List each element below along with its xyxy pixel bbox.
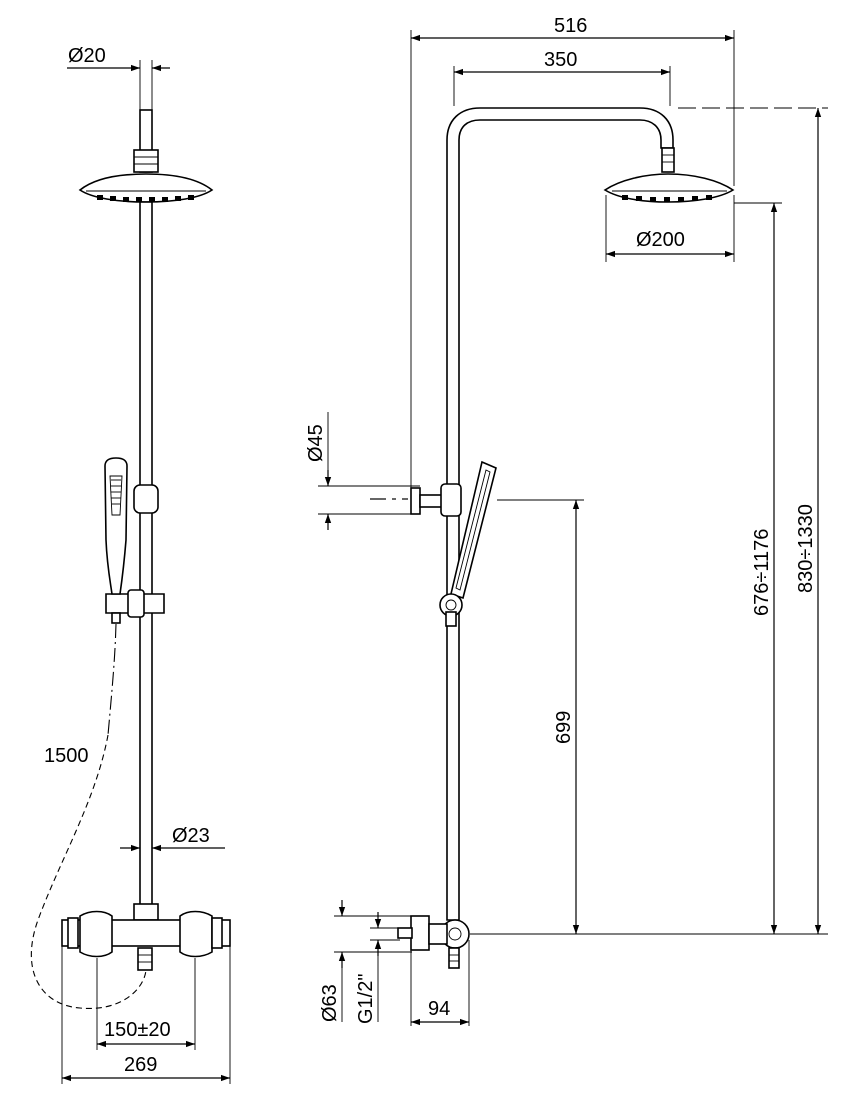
dim-overall-width: 516 xyxy=(554,15,587,37)
dim-holder-height: 699 xyxy=(553,711,575,744)
side-head-nozzles xyxy=(622,195,712,202)
front-pipe-nut xyxy=(133,149,159,173)
front-riser-pipe xyxy=(139,201,153,915)
front-hose xyxy=(107,623,117,736)
front-hand-shower xyxy=(104,457,128,595)
side-dimensions: 516 350 Ø200 Ø45 699 676÷1176 830÷1330 xyxy=(305,15,822,1026)
side-view xyxy=(370,30,828,1026)
front-mixer-outlet xyxy=(137,947,153,971)
dim-inlet-spacing: 150±20 xyxy=(104,1019,171,1041)
front-shower-head xyxy=(78,173,214,203)
dim-arm-projection: 350 xyxy=(544,49,577,71)
front-view xyxy=(30,109,231,1084)
front-slider-collar xyxy=(133,484,159,514)
dim-total-height-range: 830÷1330 xyxy=(795,504,817,593)
dim-hose-length: 1500 xyxy=(44,745,89,767)
dim-head-diameter: Ø200 xyxy=(636,229,685,251)
front-dimensions: Ø20 1500 Ø23 150±20 269 xyxy=(44,45,230,1082)
side-riser-arm xyxy=(446,107,674,921)
dim-mixer-width: 269 xyxy=(124,1054,157,1076)
side-shower-head xyxy=(603,173,735,203)
dim-thread-size: G1/2" xyxy=(355,974,377,1024)
dim-flange-diameter: Ø63 xyxy=(319,984,341,1022)
dim-head-height-range: 676÷1176 xyxy=(751,529,773,616)
dim-mixer-depth: 94 xyxy=(428,998,450,1020)
dim-pipe-mid-diameter: Ø23 xyxy=(172,825,210,847)
front-head-nozzles xyxy=(97,195,194,202)
side-wall-bracket xyxy=(410,487,421,515)
dim-bracket-diameter: Ø45 xyxy=(305,424,327,462)
dim-pipe-top-diameter: Ø20 xyxy=(68,45,106,67)
